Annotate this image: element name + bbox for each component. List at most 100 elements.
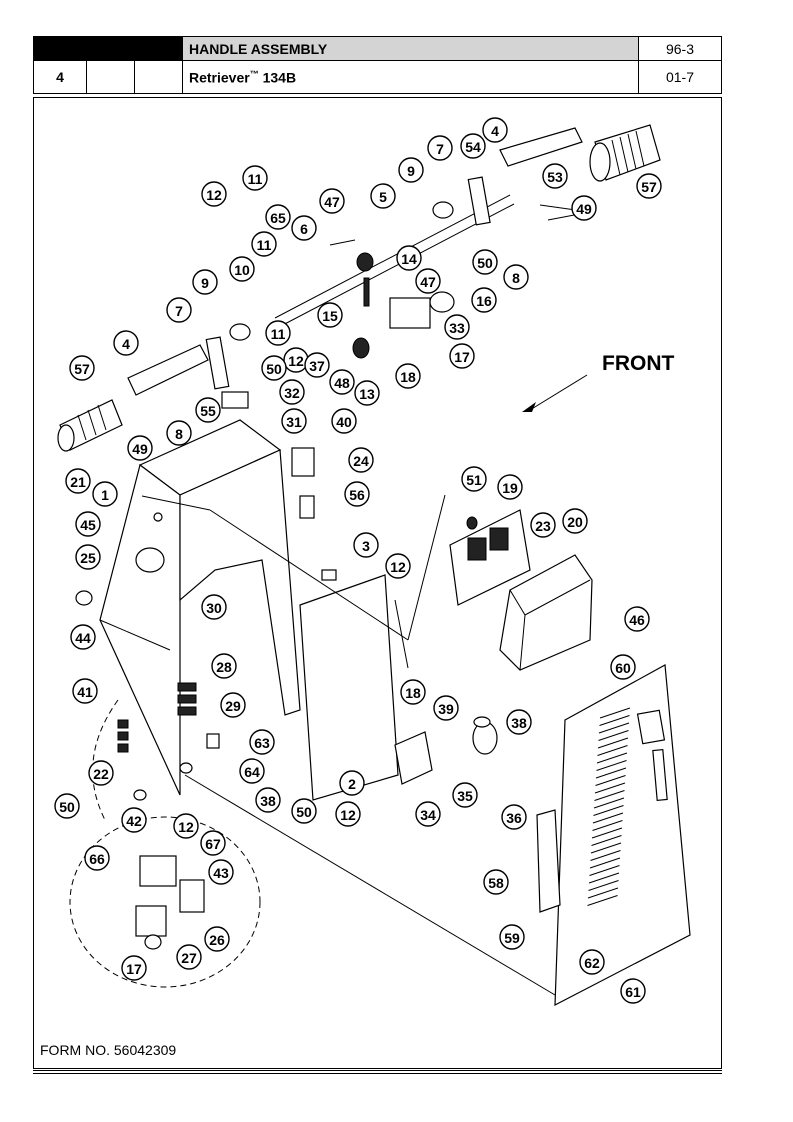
svg-text:28: 28 [216, 659, 232, 675]
callout-21: 21 [65, 468, 91, 494]
svg-text:51: 51 [466, 472, 482, 488]
callout-59: 59 [499, 924, 525, 950]
svg-text:45: 45 [80, 517, 96, 533]
svg-text:9: 9 [407, 163, 415, 179]
callout-4: 4 [113, 330, 139, 356]
svg-text:64: 64 [244, 764, 260, 780]
svg-text:49: 49 [132, 441, 148, 457]
callout-34: 34 [415, 801, 441, 827]
svg-text:50: 50 [477, 255, 493, 271]
svg-text:18: 18 [405, 685, 421, 701]
svg-text:30: 30 [206, 600, 222, 616]
svg-text:8: 8 [175, 426, 183, 442]
callout-20: 20 [562, 508, 588, 534]
svg-text:37: 37 [309, 358, 325, 374]
vent-slot [587, 887, 619, 899]
svg-text:57: 57 [641, 179, 657, 195]
callout-64: 64 [239, 758, 265, 784]
svg-text:44: 44 [75, 630, 91, 646]
svg-text:4: 4 [491, 123, 499, 139]
svg-text:1: 1 [101, 487, 109, 503]
svg-text:38: 38 [260, 793, 276, 809]
svg-text:42: 42 [126, 813, 142, 829]
callout-6: 6 [291, 215, 317, 241]
callout-14: 14 [396, 245, 422, 271]
vent-slot [596, 752, 628, 764]
callout-61: 61 [620, 978, 646, 1004]
svg-text:17: 17 [126, 961, 142, 977]
svg-text:33: 33 [449, 320, 465, 336]
side-cover [536, 664, 691, 1007]
svg-text:8: 8 [512, 270, 520, 286]
svg-text:62: 62 [584, 955, 600, 971]
svg-text:25: 25 [80, 550, 96, 566]
callout-11: 11 [265, 320, 291, 346]
callout-36: 36 [501, 804, 527, 830]
callout-15: 15 [317, 302, 343, 328]
callout-60: 60 [610, 654, 636, 680]
svg-text:17: 17 [454, 349, 470, 365]
svg-text:35: 35 [457, 788, 473, 804]
relay-board [449, 509, 531, 606]
svg-text:53: 53 [547, 169, 563, 185]
callout-57: 57 [69, 355, 95, 381]
model-title: Retriever™ 134B [182, 60, 639, 94]
callout-27: 27 [176, 944, 202, 970]
callout-33: 33 [444, 314, 470, 340]
vent-slot [590, 850, 621, 861]
callout-12: 12 [335, 801, 361, 827]
svg-text:41: 41 [77, 684, 93, 700]
svg-text:63: 63 [254, 735, 270, 751]
svg-text:32: 32 [284, 385, 300, 401]
callout-38: 38 [255, 787, 281, 813]
vent-slot [590, 842, 622, 854]
svg-text:46: 46 [629, 612, 645, 628]
vent-slot [589, 865, 620, 876]
vent-slot [591, 827, 623, 839]
svg-text:7: 7 [436, 141, 444, 157]
callout-2: 2 [339, 770, 365, 796]
callout-58: 58 [483, 869, 509, 895]
svg-text:2: 2 [348, 776, 356, 792]
callout-47: 47 [319, 188, 345, 214]
svg-text:21: 21 [70, 474, 86, 490]
callout-17: 17 [121, 955, 147, 981]
svg-text:47: 47 [324, 194, 340, 210]
vent-slot [598, 722, 630, 734]
svg-text:18: 18 [400, 369, 416, 385]
callout-50: 50 [261, 355, 287, 381]
vent-slot [589, 857, 621, 869]
svg-text:31: 31 [286, 414, 302, 430]
svg-text:11: 11 [248, 171, 263, 187]
switch-and-motor-parts [117, 682, 498, 801]
callout-62: 62 [579, 949, 605, 975]
svg-text:3: 3 [362, 538, 370, 554]
callout-67: 67 [200, 830, 226, 856]
callout-49: 49 [571, 195, 597, 221]
svg-text:6: 6 [300, 221, 308, 237]
svg-text:60: 60 [615, 660, 631, 676]
svg-text:12: 12 [206, 187, 222, 203]
callout-54: 54 [460, 133, 486, 159]
vent-slot [599, 707, 631, 719]
callout-8: 8 [503, 264, 529, 290]
callout-16: 16 [471, 287, 497, 313]
handle-frame [75, 419, 301, 796]
callout-3: 3 [353, 532, 379, 558]
svg-text:58: 58 [488, 875, 504, 891]
callout-23: 23 [530, 512, 556, 538]
callout-12: 12 [201, 181, 227, 207]
vent-slot [593, 797, 625, 809]
vent-slot [594, 790, 625, 801]
label-58 [536, 809, 561, 913]
vent-slot [588, 880, 619, 891]
vent-slot [597, 737, 629, 749]
svg-text:4: 4 [122, 336, 130, 352]
svg-text:27: 27 [181, 950, 197, 966]
svg-text:16: 16 [476, 293, 492, 309]
callout-65: 65 [265, 204, 291, 230]
callout-39: 39 [433, 695, 459, 721]
callout-57: 57 [636, 173, 662, 199]
callout-18: 18 [400, 679, 426, 705]
callout-35: 35 [452, 782, 478, 808]
